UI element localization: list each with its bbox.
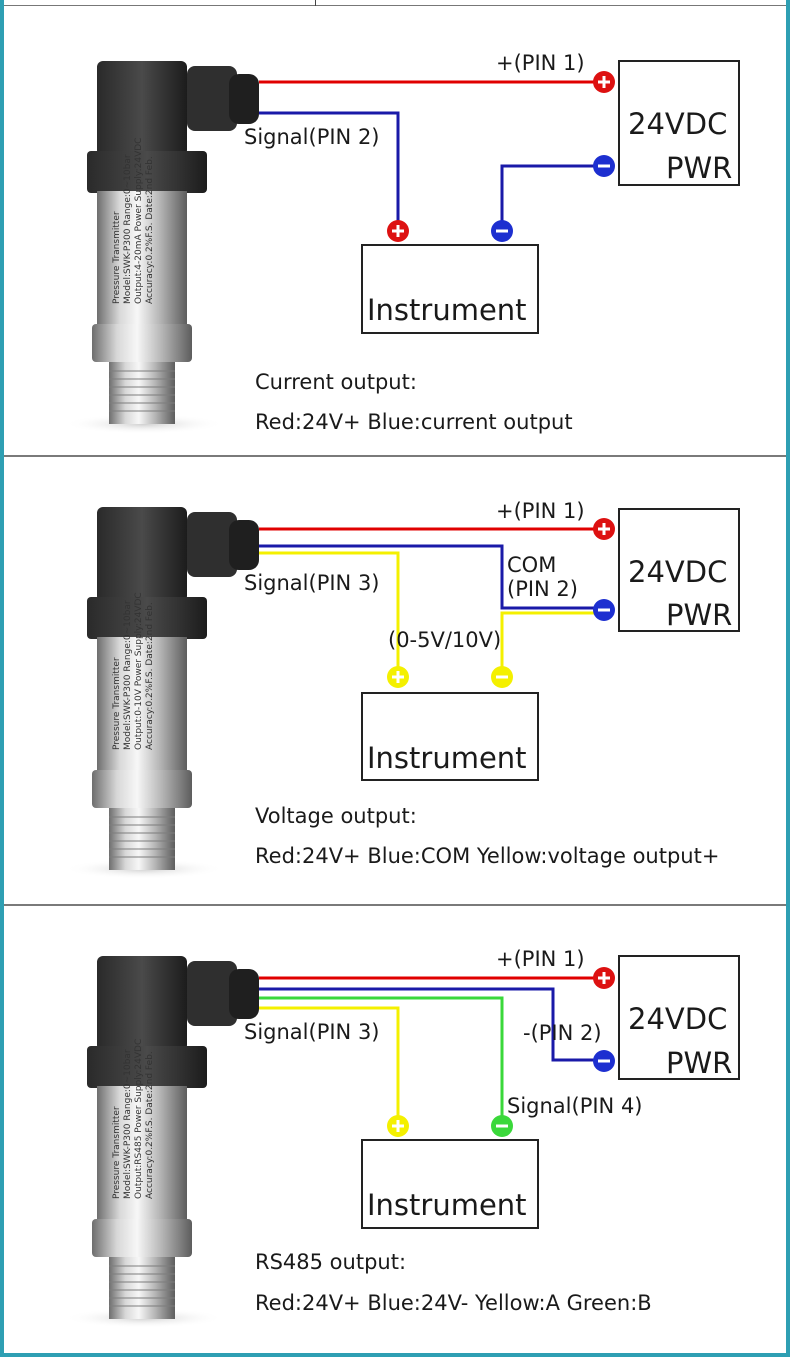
blue-return-wire [500,164,600,231]
device-label: Pressure Transmitter Model:SWK-P300 Rang… [112,137,155,304]
pwr-minus-terminal [593,599,615,621]
power-supply-box [618,955,740,1080]
pwr-voltage-label: 24VDC [628,1002,728,1036]
device-label: Pressure Transmitter Model:SWK-P300 Rang… [112,592,155,750]
instrument-plus-terminal [387,666,409,688]
signal4-label: Signal(PIN 4) [507,1094,643,1118]
com-pin-label: (PIN 2) [507,577,578,601]
yellow-signal-wire [259,1006,400,1126]
instrument-box [361,1139,539,1229]
pin1-label: +(PIN 1) [496,947,585,971]
transmitter-image [64,61,259,434]
pwr-label: PWR [666,1046,733,1080]
com-label: COM [507,553,557,577]
transmitter-image [64,507,259,879]
pwr-minus-terminal [593,1050,615,1072]
rs485-wiring-diagram [64,955,740,1328]
yellow-signal-wire [259,551,400,677]
signal-label: Signal(PIN 2) [244,125,380,149]
instrument-label: Instrument [367,741,527,775]
signal-label: Signal(PIN 3) [244,571,380,595]
pwr-plus-terminal [593,71,615,93]
instrument-b-terminal [491,1115,513,1137]
pin1-label: +(PIN 1) [496,499,585,523]
blue-signal-wire [259,111,400,231]
current-wiring-diagram [64,60,740,434]
pwr-label: PWR [666,598,733,632]
top-divider [315,0,316,6]
wire-color-legend: Red:24V+ Blue:current output [255,410,573,434]
instrument-label: Instrument [367,1188,527,1222]
pwr-minus-terminal [593,155,615,177]
voltage-wiring-diagram [64,507,740,879]
pwr-plus-terminal [593,967,615,989]
green-signal-wire [259,996,504,1126]
signal-label: Signal(PIN 3) [244,1020,380,1044]
voltage-range-label: (0-5V/10V) [388,628,502,652]
output-type-heading: RS485 output: [255,1250,407,1274]
pwr-plus-terminal [593,518,615,540]
instrument-box [361,692,539,781]
instrument-label: Instrument [367,293,527,327]
pin1-label: +(PIN 1) [496,51,585,75]
pin2-label: -(PIN 2) [523,1021,602,1045]
output-type-heading: Voltage output: [255,804,417,828]
blue-negative-wire [259,987,600,1062]
wire-color-legend: Red:24V+ Blue:24V- Yellow:A Green:B [255,1291,652,1315]
yellow-return-wire [500,611,600,677]
device-label: Pressure Transmitter Model:SWK-P300 Rang… [112,1038,155,1199]
pwr-voltage-label: 24VDC [628,107,728,141]
panel-voltage-output: Pressure Transmitter Model:SWK-P300 Rang… [4,457,786,905]
power-supply-box [618,508,740,632]
output-type-heading: Current output: [255,370,417,394]
panel-current-output: Pressure Transmitter Model:SWK-P300 Rang… [4,6,786,454]
top-rule [4,5,786,6]
instrument-minus-terminal [491,220,513,242]
instrument-minus-terminal [491,666,513,688]
transmitter-image [64,956,259,1328]
pwr-voltage-label: 24VDC [628,555,728,589]
instrument-plus-terminal [387,220,409,242]
power-supply-box [618,60,740,186]
instrument-box [361,244,539,334]
instrument-a-terminal [387,1115,409,1137]
pwr-label: PWR [666,151,733,185]
panel-divider [4,904,786,906]
wire-color-legend: Red:24V+ Blue:COM Yellow:voltage output+ [255,844,720,868]
panel-rs485-output: Pressure Transmitter Model:SWK-P300 Rang… [4,906,786,1354]
panel-divider [4,455,786,457]
blue-com-wire [259,544,600,610]
